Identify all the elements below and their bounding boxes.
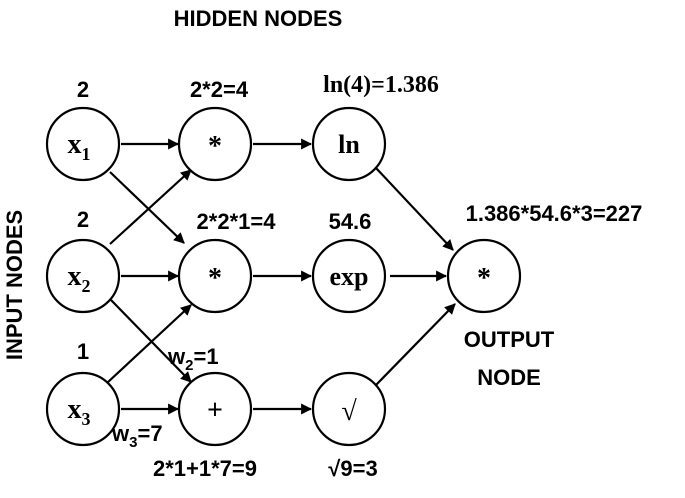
svg-text:exp: exp <box>330 262 369 291</box>
x3-value: 1 <box>77 339 89 364</box>
hidden-node-multiply-1: * 2*2=4 <box>177 77 253 182</box>
hidden-node-sqrt: √ √9=3 <box>311 371 387 481</box>
hidden-node-exp: exp 54.6 <box>311 209 387 314</box>
output-heading-line2: NODE <box>477 365 541 390</box>
x2-value: 2 <box>77 207 89 232</box>
edge-sqrt-out <box>375 303 456 386</box>
svg-text:*: * <box>477 263 491 294</box>
input-node-x1: x1 2 <box>45 77 121 182</box>
svg-text:√: √ <box>341 396 357 427</box>
input-node-x3: x3 1 <box>45 339 121 447</box>
hidden-node-add: + 2*1+1*7=9 <box>153 371 257 481</box>
weight-w3-label: w3=7 <box>111 421 163 451</box>
ln-value: ln(4)=1.386 <box>323 72 439 98</box>
weight-w2-label: w2=1 <box>167 344 219 374</box>
input-nodes-heading: INPUT NODES <box>2 210 27 360</box>
sqrt-value: √9=3 <box>328 456 377 481</box>
svg-text:ln: ln <box>338 130 360 159</box>
output-heading-line1: OUTPUT <box>464 327 555 352</box>
output-value: 1.386*54.6*3=227 <box>466 201 643 226</box>
svg-text:*: * <box>208 131 222 162</box>
hidden-nodes-heading: HIDDEN NODES <box>174 6 343 31</box>
svg-text:+: + <box>207 395 223 426</box>
add-value: 2*1+1*7=9 <box>153 456 257 481</box>
edge-x1-mul2 <box>109 171 185 244</box>
x1-value: 2 <box>77 77 89 102</box>
edge-x2-mul1 <box>109 169 192 245</box>
input-node-x2: x2 2 <box>45 207 121 314</box>
svg-text:*: * <box>208 263 222 294</box>
edge-x3-mul2 <box>107 304 192 383</box>
mul2-value: 2*2*1=4 <box>197 209 277 234</box>
svg-text:x2: x2 <box>68 261 91 296</box>
edge-ln-out <box>375 167 454 251</box>
mul1-value: 2*2=4 <box>190 77 249 102</box>
hidden-node-multiply-2: * 2*2*1=4 <box>177 209 277 314</box>
output-node-multiply: * 1.386*54.6*3=227 <box>446 201 643 314</box>
hidden-node-ln: ln ln(4)=1.386 <box>311 72 439 182</box>
exp-value: 54.6 <box>329 209 372 234</box>
svg-text:x1: x1 <box>68 129 91 164</box>
svg-text:x3: x3 <box>68 394 91 429</box>
